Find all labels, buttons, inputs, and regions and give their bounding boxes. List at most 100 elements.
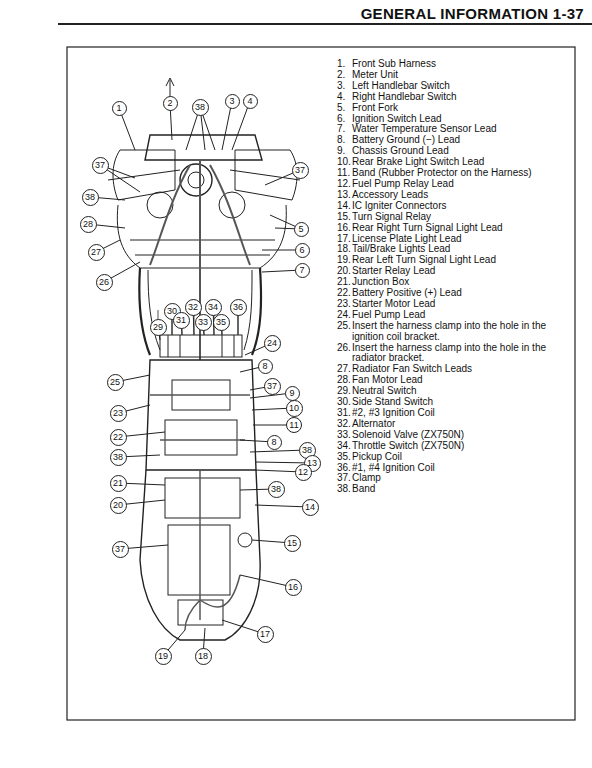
callout-number: 29 (153, 323, 163, 332)
callout-number: 3 (229, 97, 234, 106)
parts-list-row: 26.Insert the harness clamp into the hol… (337, 343, 587, 365)
callout-circle: 24 (264, 335, 281, 352)
callout-circle: 25 (107, 374, 124, 391)
item-name: Chassis Ground Lead (352, 146, 562, 157)
parts-list-row: 5.Front Fork (337, 103, 587, 114)
item-name: Fan Motor Lead (352, 375, 562, 386)
callout-circle: 38 (268, 481, 285, 498)
item-number: 14. (337, 201, 352, 212)
callout-circle: 37 (292, 162, 309, 179)
callout-number: 16 (288, 583, 298, 592)
item-number: 11. (337, 168, 352, 179)
parts-list-row: 11.Band (Rubber Protector on the Harness… (337, 168, 587, 179)
callout-number: 38 (195, 103, 205, 112)
callout-circle: 26 (96, 274, 113, 291)
callout-number: 36 (233, 303, 243, 312)
callout-circle: 37 (112, 541, 129, 558)
callout-circle: 20 (110, 497, 127, 514)
item-number: 23. (337, 299, 352, 310)
item-name: Turn Signal Relay (352, 212, 562, 223)
parts-list-row: 37.Clamp (337, 473, 587, 484)
callout-number: 4 (247, 97, 252, 106)
callout-number: 31 (176, 316, 186, 325)
callout-circle: 8 (258, 359, 273, 374)
parts-list-row: 25.Insert the harness clamp into the hol… (337, 321, 587, 343)
item-name: Insert the harness clamp into the hole i… (352, 343, 562, 365)
item-number: 31. (337, 408, 352, 419)
callout-number: 38 (271, 485, 281, 494)
item-name: Front Fork (352, 103, 562, 114)
parts-list-row: 4.Right Handlebar Switch (337, 92, 587, 103)
item-name: Rear Brake Light Switch Lead (352, 157, 562, 168)
item-name: Throttle Switch (ZX750N) (352, 441, 562, 452)
item-number: 9. (337, 146, 352, 157)
callout-circle: 10 (286, 400, 303, 417)
item-number: 20. (337, 266, 352, 277)
parts-list-row: 29.Neutral Switch (337, 386, 587, 397)
parts-list-row: 23.Starter Motor Lead (337, 299, 587, 310)
parts-list-row: 8.Battery Ground (−) Lead (337, 135, 587, 146)
item-name: Insert the harness clamp into the hole i… (352, 321, 562, 343)
parts-list-row: 14.IC Igniter Connectors (337, 201, 587, 212)
callout-circle: 31 (173, 312, 190, 329)
item-name: Pickup Coil (352, 452, 562, 463)
callout-circle: 17 (257, 626, 274, 643)
callout-circle: 3 (225, 94, 240, 109)
callout-number: 38 (302, 446, 312, 455)
item-name: Water Temperature Sensor Lead (352, 124, 562, 135)
callout-number: 37 (295, 166, 305, 175)
item-number: 34. (337, 441, 352, 452)
callout-number: 33 (198, 318, 208, 327)
callout-number: 19 (158, 652, 168, 661)
item-number: 2. (337, 70, 352, 81)
item-number: 3. (337, 81, 352, 92)
item-name: Accessory Leads (352, 190, 562, 201)
callout-circle: 37 (92, 157, 109, 174)
callout-number: 24 (267, 339, 277, 348)
parts-list-row: 2.Meter Unit (337, 70, 587, 81)
item-name: Alternator (352, 419, 562, 430)
item-name: IC Igniter Connectors (352, 201, 562, 212)
item-name: Clamp (352, 473, 562, 484)
item-name: Starter Motor Lead (352, 299, 562, 310)
item-name: Band (352, 484, 562, 495)
parts-list-row: 30.Side Stand Switch (337, 397, 587, 408)
callout-circle: 9 (285, 386, 300, 401)
parts-list-row: 32.Alternator (337, 419, 587, 430)
item-name: Starter Relay Lead (352, 266, 562, 277)
parts-list-row: 13.Accessory Leads (337, 190, 587, 201)
item-name: Battery Positive (+) Lead (352, 288, 562, 299)
parts-list-row: 20.Starter Relay Lead (337, 266, 587, 277)
callout-number: 37 (115, 545, 125, 554)
parts-list-row: 36.#1, #4 Ignition Coil (337, 463, 587, 474)
callout-circle: 32 (185, 299, 202, 316)
callout-circle: 11 (286, 417, 302, 433)
callout-circle: 16 (285, 579, 302, 596)
item-name: #1, #4 Ignition Coil (352, 463, 562, 474)
callout-circle: 37 (264, 378, 281, 395)
callout-circle: 38 (192, 99, 209, 116)
parts-list-row: 16.Rear Right Turn Signal Light Lead (337, 223, 587, 234)
callout-number: 5 (298, 225, 303, 234)
callout-number: 37 (95, 161, 105, 170)
item-number: 1. (337, 59, 352, 70)
callout-number: 6 (299, 246, 304, 255)
item-name: Right Handlebar Switch (352, 92, 562, 103)
item-number: 38. (337, 484, 352, 495)
callout-circle: 23 (110, 405, 127, 422)
item-name: License Plate Light Lead (352, 234, 562, 245)
parts-list-row: 33.Solenoid Valve (ZX750N) (337, 430, 587, 441)
parts-list-row: 21.Junction Box (337, 277, 587, 288)
item-number: 7. (337, 124, 352, 135)
item-name: #2, #3 Ignition Coil (352, 408, 562, 419)
callout-number: 38 (85, 193, 95, 202)
callout-number: 23 (113, 409, 123, 418)
callout-number: 8 (262, 362, 267, 371)
parts-list-row: 7.Water Temperature Sensor Lead (337, 124, 587, 135)
item-number: 4. (337, 92, 352, 103)
parts-list-row: 17.License Plate Light Lead (337, 234, 587, 245)
callout-circle: 36 (230, 299, 247, 316)
parts-list-row: 3.Left Handlebar Switch (337, 81, 587, 92)
item-number: 12. (337, 179, 352, 190)
callout-number: 34 (208, 303, 218, 312)
